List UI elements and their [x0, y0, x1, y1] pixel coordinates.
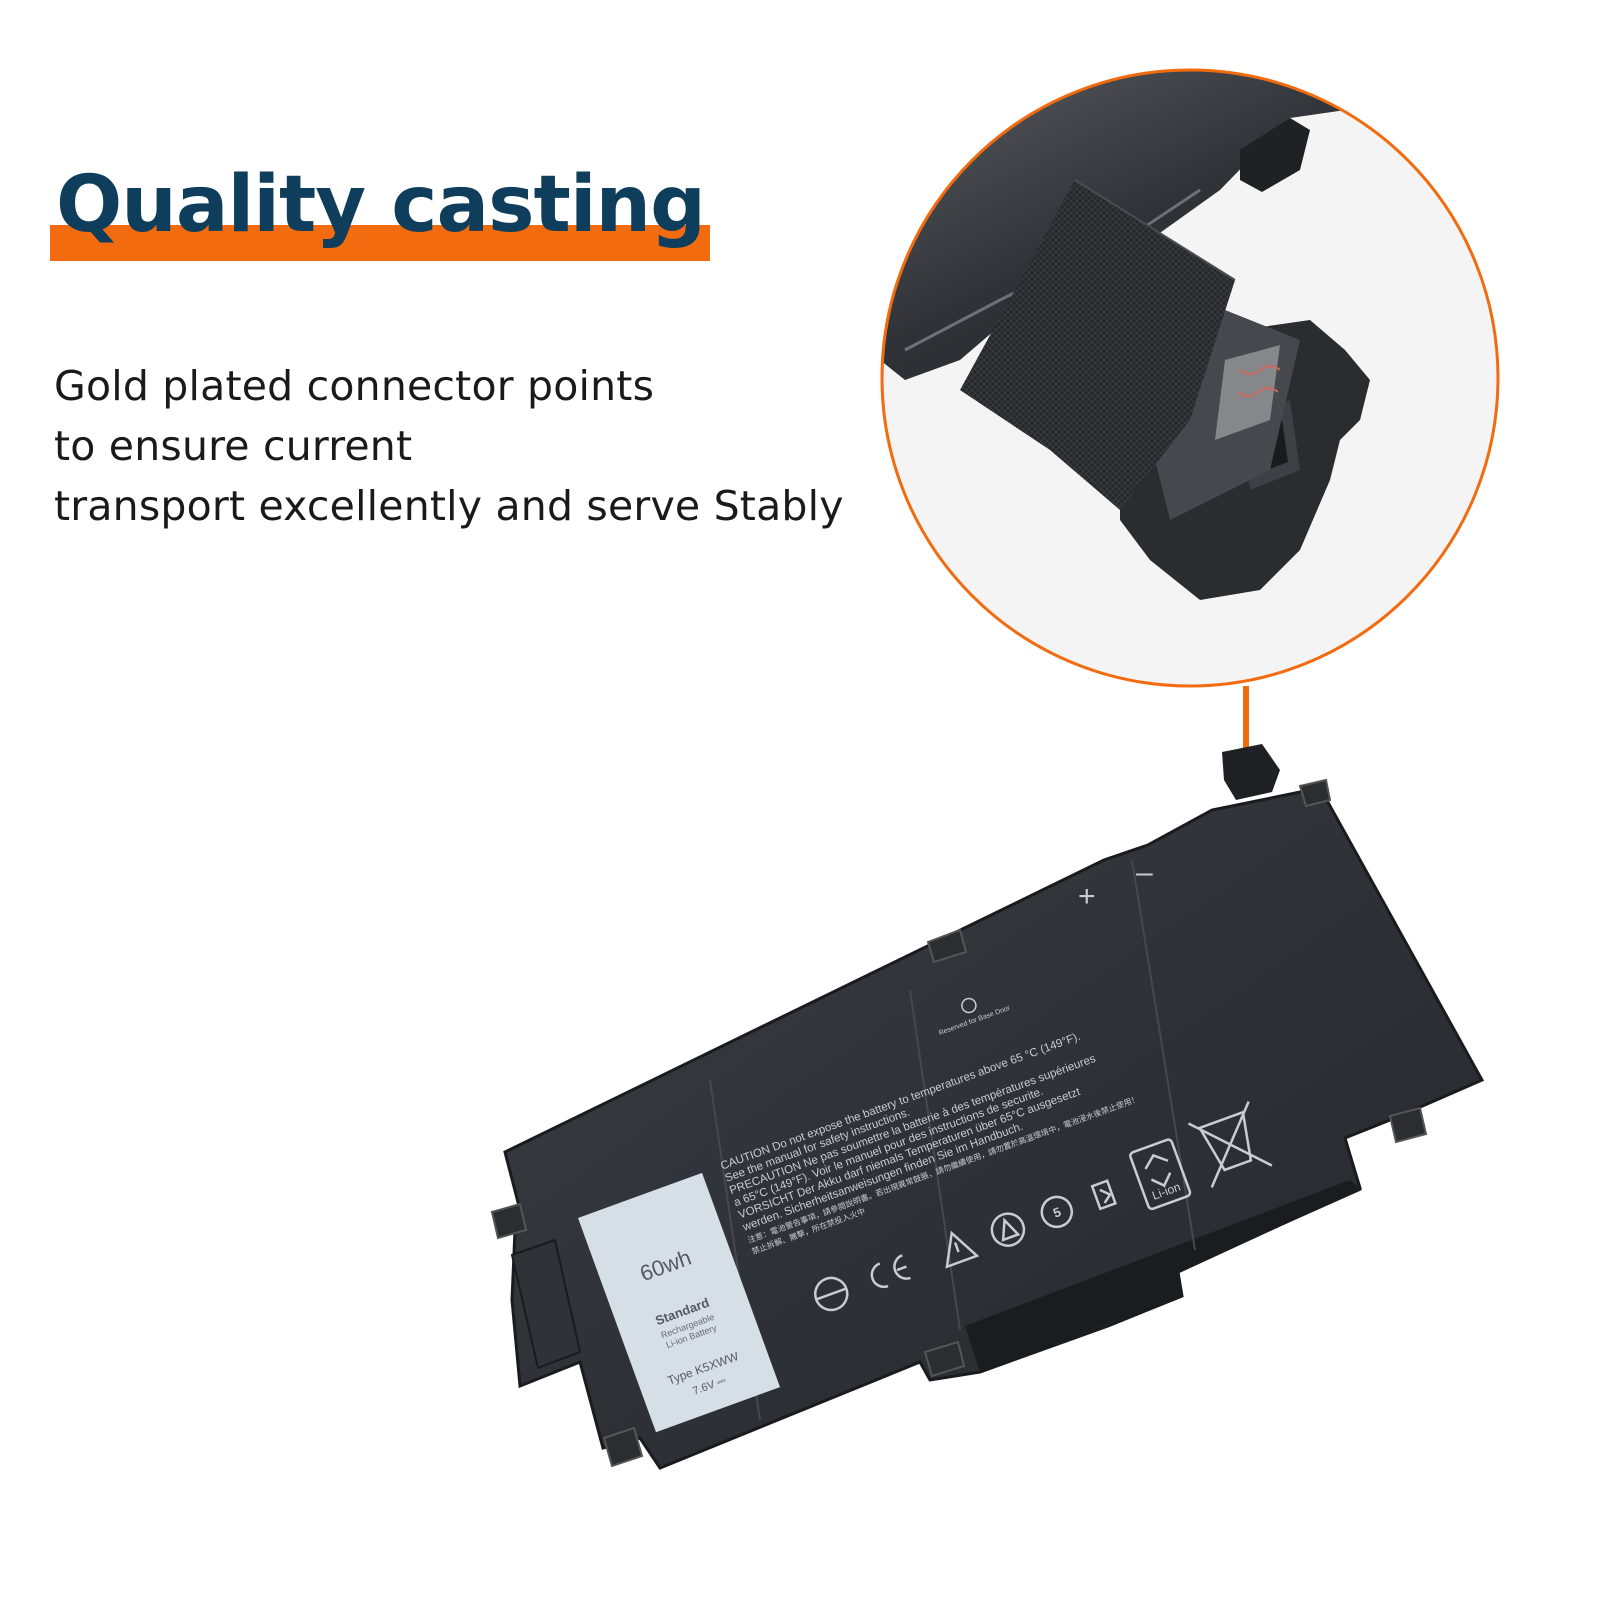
- zoom-clip-tab: [1240, 118, 1310, 192]
- description-line-2: to ensure current: [54, 422, 413, 470]
- zoom-photo: [882, 70, 1498, 686]
- mount-tab-top: [926, 928, 968, 964]
- battery-pack: 60wh Standard Rechargeable Li-ion Batter…: [490, 744, 1485, 1470]
- certification-icons: [814, 1101, 1273, 1312]
- mount-tab-right: [1388, 1106, 1428, 1144]
- feature-description: Gold plated connector points to ensure c…: [54, 356, 914, 536]
- crossed-bin-icon: [1187, 1101, 1273, 1188]
- safety-mark-icon: [814, 1276, 849, 1312]
- rohs-number: 5: [1051, 1204, 1063, 1221]
- description-line-3: transport excellently and serve Stably: [54, 482, 844, 530]
- battery-connector: [1222, 744, 1280, 800]
- description-line-1: Gold plated connector points: [54, 362, 655, 410]
- mount-tab-left: [490, 1202, 528, 1240]
- minus-terminal-mark: –: [1136, 856, 1153, 889]
- battery-spec-sticker: [578, 1172, 781, 1433]
- ce-mark-icon: [870, 1254, 911, 1289]
- recycle-square-icon: [1090, 1179, 1117, 1211]
- zoom-fabric-tape: [960, 180, 1235, 510]
- mount-tab-bottom: [923, 1340, 966, 1378]
- mount-tab-top-right: [1298, 778, 1332, 808]
- rohs-5-icon: [1040, 1195, 1074, 1229]
- plus-terminal-mark: +: [1078, 880, 1096, 913]
- warning-triangle-icon: [945, 1230, 980, 1269]
- liion-recycle-icon: [1129, 1138, 1192, 1211]
- base-door-icon: [961, 997, 977, 1014]
- headline-underline-bar: [50, 225, 710, 261]
- headline-block: Quality casting: [50, 150, 710, 270]
- headline-title: Quality casting: [56, 160, 706, 250]
- mount-tab-bottom-left: [602, 1426, 644, 1468]
- certification-circle-icon: [990, 1212, 1026, 1247]
- zoom-circle-border: [880, 68, 1500, 688]
- connector-zoom-callout: [880, 68, 1500, 792]
- zoom-battery-edge: [882, 70, 1498, 380]
